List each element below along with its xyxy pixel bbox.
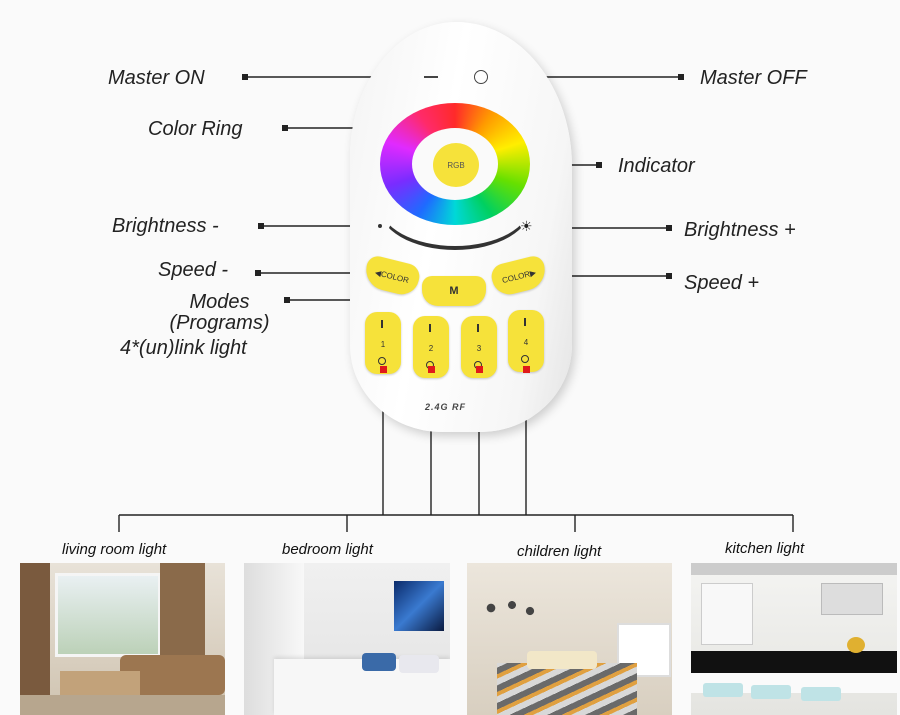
zone-number: 4: [523, 338, 529, 347]
master-on-button[interactable]: [424, 76, 438, 78]
room-label-bedroom: bedroom light: [282, 541, 373, 558]
zone-marker-4: [523, 366, 530, 373]
zone-marker-3: [476, 366, 483, 373]
modes-text: Modes: [189, 291, 250, 313]
speed-minus-label: Speed -: [158, 259, 229, 281]
children-room-photo: [467, 563, 672, 715]
master-off-label: Master OFF: [700, 67, 807, 89]
zone-marker-2: [428, 366, 435, 373]
zone-number: 2: [428, 344, 434, 353]
master-off-button[interactable]: [474, 70, 488, 84]
brightness-plus-label: Brightness +: [684, 219, 796, 241]
zone-on-icon: [477, 324, 479, 332]
brightness-plus-icon[interactable]: ☀: [520, 218, 533, 234]
zone-on-icon: [429, 324, 431, 332]
rgb-indicator-button[interactable]: RGB: [433, 143, 479, 187]
indicator-label: Indicator: [618, 155, 695, 177]
living-room-photo: [20, 563, 225, 715]
zone-on-icon: [381, 320, 383, 328]
kitchen-photo: [691, 563, 897, 715]
brightness-minus-icon[interactable]: [378, 224, 382, 228]
room-label-kitchen: kitchen light: [725, 540, 805, 557]
zone-off-icon: [521, 355, 529, 363]
brightness-arc: [378, 160, 532, 250]
zone-number: 3: [476, 344, 482, 353]
programs-text: (Programs): [169, 312, 270, 334]
zone-off-icon: [378, 357, 386, 365]
speed-plus-label: Speed +: [684, 272, 760, 294]
bedroom-photo: [244, 563, 450, 715]
color-ring-label: Color Ring: [148, 118, 243, 140]
rf-label: 2.4G RF: [425, 402, 467, 412]
room-label-living: living room light: [62, 541, 167, 558]
zone-on-icon: [524, 318, 526, 326]
zone-button-1[interactable]: 1: [365, 312, 401, 374]
mode-button[interactable]: M: [422, 276, 486, 306]
room-label-children: children light: [517, 543, 602, 560]
modes-label: Modes (Programs): [152, 292, 287, 334]
link-light-label: 4*(un)link light: [120, 337, 247, 359]
brightness-minus-label: Brightness -: [112, 215, 219, 237]
zone-number: 1: [380, 340, 386, 349]
zone-marker-1: [380, 366, 387, 373]
zone-button-4[interactable]: 4: [508, 310, 544, 372]
master-on-label: Master ON: [108, 67, 205, 89]
